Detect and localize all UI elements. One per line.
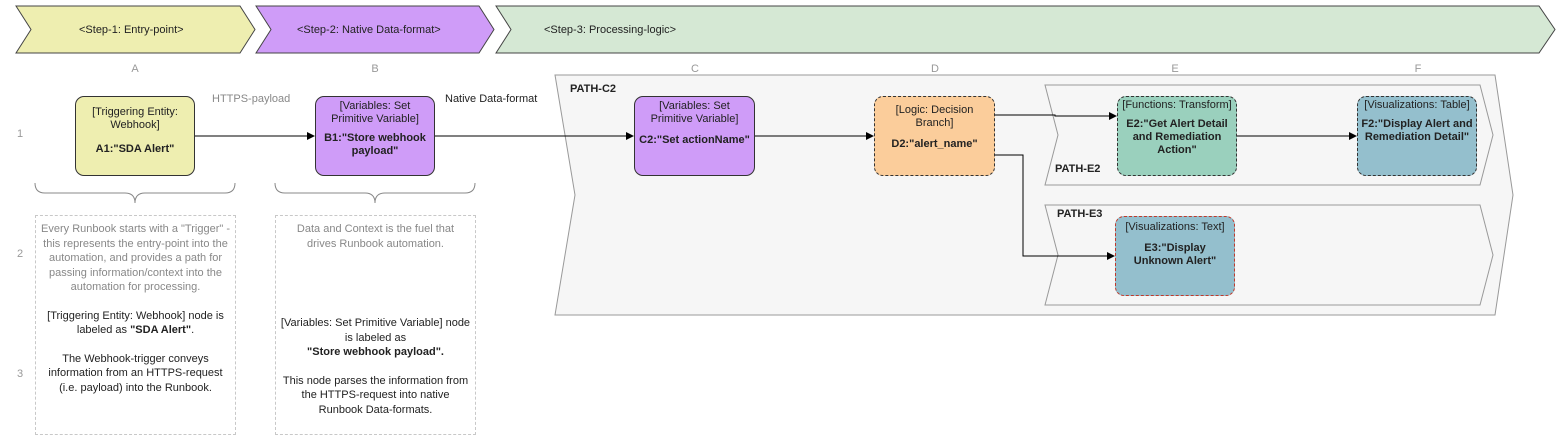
node-name: A1:"SDA Alert" [95, 143, 175, 155]
node-name: D2:"alert_name" [891, 138, 978, 150]
step-2-chevron [255, 5, 495, 54]
note-a-detail: The Webhook-trigger conveys information … [48, 352, 223, 394]
node-type: [Triggering Entity: Webhook] [92, 106, 178, 131]
column-letter: F [1414, 63, 1422, 75]
step-3-chevron [495, 5, 1556, 54]
note-b-label: [Variables: Set Primitive Variable] node… [280, 317, 471, 358]
step-3-label: <Step-3: Processing-logic> [544, 24, 677, 36]
edge-d2-e2 [995, 112, 1117, 120]
column-letter: E [1171, 63, 1179, 75]
note-b-intro: Data and Context is the fuel that drives… [296, 223, 455, 250]
step-2-label: <Step-2: Native Data-format> [297, 24, 441, 36]
node-type: [Visualizations: Table] [1364, 99, 1470, 111]
note-a-trigger-explanation: Every Runbook starts with a "Trigger" - … [35, 215, 236, 435]
node-type: [Visualizations: Text] [1125, 221, 1225, 233]
row-number: 2 [16, 248, 24, 260]
node-name: E2:"Get Alert Detail and Remediation Act… [1126, 118, 1228, 156]
node-f2-display-alert-detail[interactable]: [Visualizations: Table] F2:"Display Aler… [1357, 96, 1477, 176]
column-letter: D [931, 63, 939, 75]
node-type: [Logic: Decision Branch] [895, 104, 974, 129]
brace-b [274, 182, 476, 204]
step-1-chevron [15, 5, 256, 54]
node-type: [Variables: Set Primitive Variable] [650, 100, 739, 125]
node-name: F2:"Display Alert and Remediation Detail… [1361, 118, 1473, 143]
node-type: [Variables: Set Primitive Variable] [331, 100, 419, 125]
row-number: 3 [16, 368, 24, 380]
brace-a [34, 182, 236, 204]
node-name: E3:"Display Unknown Alert" [1133, 242, 1217, 267]
column-letter: C [691, 63, 699, 75]
node-c2-set-actionname[interactable]: [Variables: Set Primitive Variable] C2:"… [634, 96, 755, 176]
node-b1-store-webhook-payload[interactable]: [Variables: Set Primitive Variable] B1:"… [315, 96, 435, 176]
node-d2-alert-name[interactable]: [Logic: Decision Branch] D2:"alert_name" [874, 96, 995, 176]
path-e3-label: PATH-E3 [1057, 208, 1103, 220]
node-e3-display-unknown-alert[interactable]: [Visualizations: Text] E3:"Display Unkno… [1115, 216, 1235, 296]
node-e2-get-alert-detail[interactable]: [Functions: Transform] E2:"Get Alert Det… [1117, 96, 1237, 176]
edge-d2-e3 [995, 154, 1115, 260]
note-a-intro: Every Runbook starts with a "Trigger" - … [41, 223, 230, 293]
column-letter: A [131, 63, 139, 75]
path-e2-label: PATH-E2 [1055, 163, 1101, 175]
note-b-detail: This node parses the information from th… [282, 374, 469, 416]
row-number: 1 [16, 128, 24, 140]
node-name: C2:"Set actionName" [639, 134, 750, 146]
path-e3-lane [1044, 204, 1494, 306]
note-a-label: [Triggering Entity: Webhook] node is lab… [47, 309, 224, 337]
step-1-label: <Step-1: Entry-point> [79, 24, 184, 36]
column-letter: B [371, 63, 379, 75]
node-name: B1:"Store webhook payload" [324, 132, 426, 157]
path-c2-label: PATH-C2 [570, 83, 617, 95]
node-type: [Functions: Transform] [1122, 99, 1232, 111]
edge-label-https-payload: HTTPS-payload [212, 93, 291, 105]
node-a1-sda-alert[interactable]: [Triggering Entity: Webhook] A1:"SDA Ale… [75, 96, 195, 176]
note-b-data-explanation: Data and Context is the fuel that drives… [275, 215, 476, 435]
edge-label-native-data-format: Native Data-format [445, 93, 538, 105]
